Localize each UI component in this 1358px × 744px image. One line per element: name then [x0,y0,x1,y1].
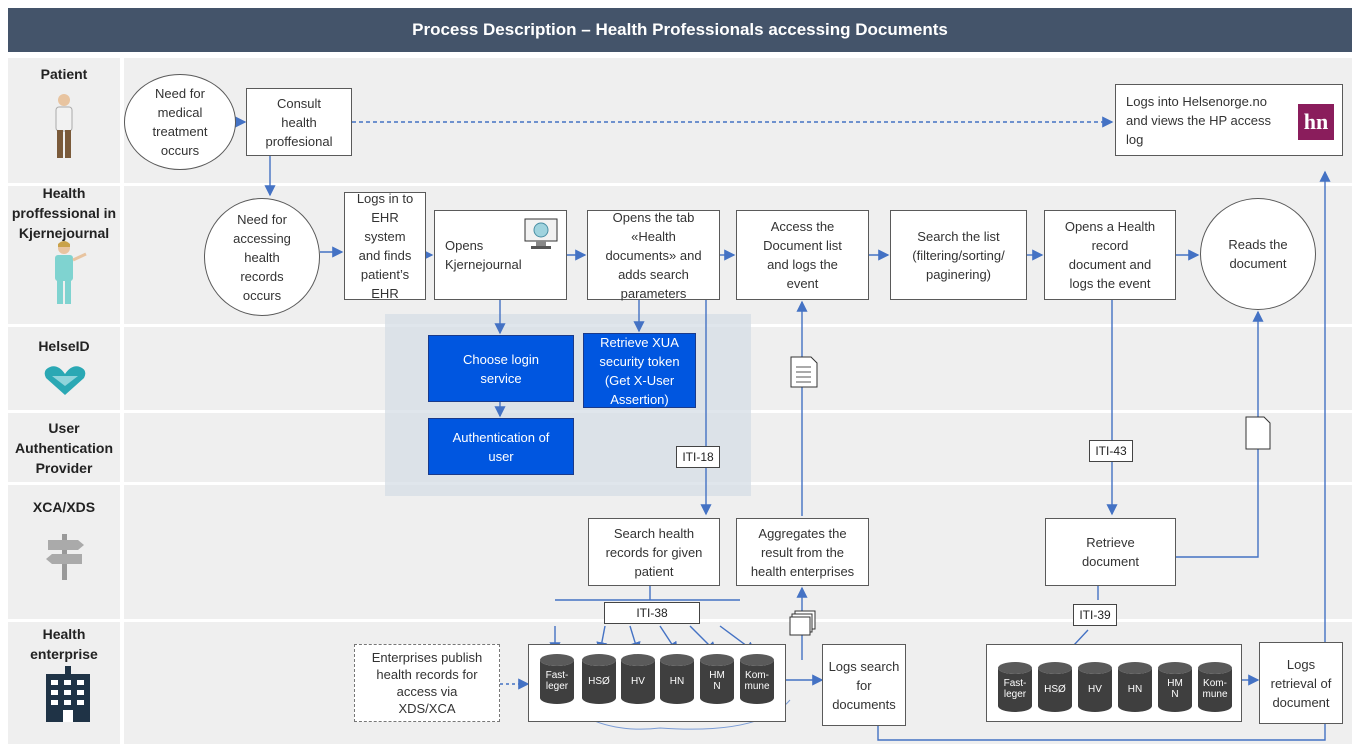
database-label: Kom- mune [744,670,770,692]
lane-label-helseid: HelseID [38,338,90,354]
search-list-step: Search the list (filtering/sorting/ pagi… [890,210,1027,300]
database-label: HSØ [1044,684,1066,695]
database-label: HM N [709,670,725,692]
database-hv: HV [1078,662,1112,712]
lane-label-patient: Patient [40,66,88,82]
access-document-list-step: Access the Document list and logs the ev… [736,210,869,300]
database-kommune: Kom- mune [740,654,774,704]
retrieve-document-step: Retrieve document [1045,518,1176,586]
authentication-of-user-step: Authentication of user [428,418,574,475]
search-health-records-step: Search health records for given patient [588,518,720,586]
database-label: HV [1088,684,1102,695]
need-treatment-event: Need for medical treatment occurs [124,74,236,170]
aggregates-result-step: Aggregates the result from the health en… [736,518,869,586]
database-label: HN [669,676,685,687]
diagram-title: Process Description – Health Professiona… [8,8,1352,52]
logs-in-ehr-step: Logs in to EHR system and finds patient’… [344,191,426,301]
database-fastleger: Fast- leger [998,662,1032,712]
helseid-heart-hands-icon [44,366,86,395]
choose-login-service-step: Choose login service [428,335,574,402]
reads-document-event: Reads the document [1200,198,1316,310]
enterprises-publish-note: Enterprises publish health records for a… [354,644,500,722]
computer-monitor-icon [524,218,558,249]
database-hv: HV [621,654,655,704]
hospital-building-icon [46,666,90,722]
database-label: HSØ [588,676,610,687]
database-label: Fast- leger [545,670,569,692]
documents-stack-icon [789,610,816,636]
opens-health-documents-tab-step: Opens the tab «Health documents» and add… [587,210,720,301]
lane-header-uap [8,413,120,482]
database-hmn: HM N [1158,662,1192,712]
logs-helsenorge-step: Logs into Helsenorge.no and views the HP… [1115,84,1343,156]
consult-health-professional-step: Consult health proffesional [246,88,352,156]
database-label: Fast- leger [1003,678,1027,700]
iti-39-tag: ITI-39 [1073,604,1117,626]
retrieve-xua-token-step: Retrieve XUA security token (Get X-User … [583,333,696,408]
need-access-event: Need for accessing health records occurs [204,198,320,316]
database-label: HV [631,676,645,687]
signpost-icon [46,534,84,580]
database-hso: HSØ [1038,662,1072,712]
lane-label-xca: XCA/XDS [32,499,96,515]
iti-43-tag: ITI-43 [1089,440,1133,462]
helsenorge-logo: hn [1298,104,1334,140]
database-label: HN [1127,684,1143,695]
logs-search-step: Logs search for documents [822,644,906,726]
iti-38-tag: ITI-38 [604,602,700,624]
patient-icon [55,94,73,158]
database-hso: HSØ [582,654,616,704]
database-hn: HN [660,654,694,704]
document-icon-blank [1245,416,1271,450]
database-fastleger: Fast- leger [540,654,574,704]
database-hmn: HM N [700,654,734,704]
iti-18-tag: ITI-18 [676,446,720,468]
database-label: HM N [1167,678,1183,700]
logs-retrieval-step: Logs retrieval of document [1259,642,1343,724]
lane-label-uap: User Authentication Provider [15,420,113,476]
opens-kjernejournal-text: Opens Kjernejournal [445,238,522,272]
lane-header-helseid [8,327,120,410]
opens-health-record-step: Opens a Health record document and logs … [1044,210,1176,300]
doctor-icon [55,241,87,304]
logs-helsenorge-text: Logs into Helsenorge.no and views the HP… [1126,93,1271,147]
database-hn: HN [1118,662,1152,712]
lane-label-enterprise: Health enterprise [30,626,98,662]
database-label: Kom- mune [1202,678,1228,700]
database-kommune: Kom- mune [1198,662,1232,712]
document-icon [790,356,818,388]
lane-label-hp: Health proffessional in Kjernejournal [11,185,117,241]
